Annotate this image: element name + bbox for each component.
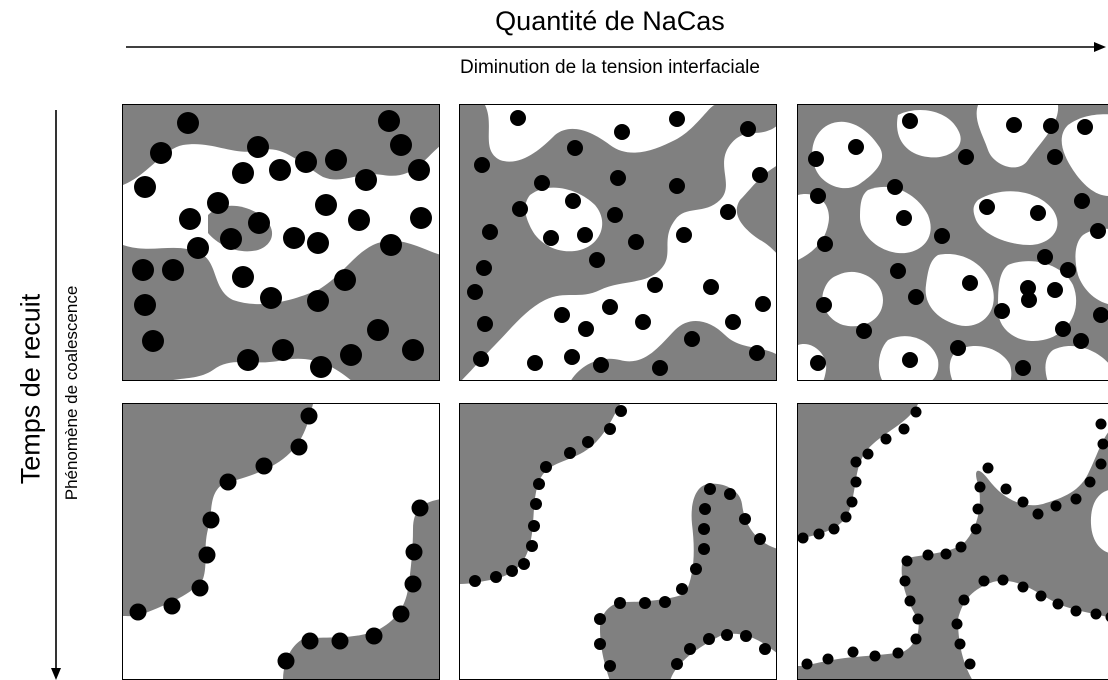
white-region: [860, 186, 931, 254]
panel-late-medium: [459, 403, 777, 680]
x-axis-title: Quantité de NaCas: [495, 6, 725, 36]
phase-region: [571, 321, 776, 380]
panel-late-high: [797, 403, 1108, 680]
phase-region: [798, 432, 1108, 679]
phase-region: [600, 483, 776, 679]
white-region: [1075, 228, 1108, 304]
y-axis-arrowhead: [51, 668, 61, 680]
white-region: [976, 105, 1059, 168]
phase-region: [798, 404, 918, 539]
panel-early-medium: [459, 104, 777, 381]
phase-region: [123, 105, 439, 185]
white-region: [998, 261, 1077, 341]
droplets: [132, 110, 432, 378]
white-region: [925, 254, 994, 326]
white-region: [812, 121, 883, 189]
phase-region: [123, 240, 439, 380]
droplets: [467, 110, 771, 376]
phase-region: [460, 105, 776, 380]
phase-region: [283, 499, 439, 679]
droplets: [808, 113, 1108, 376]
white-region: [1045, 346, 1108, 380]
panel-early-low: [122, 104, 440, 381]
white-region: [822, 271, 883, 327]
droplets: [469, 405, 771, 672]
panel-early-high: [797, 104, 1108, 381]
white-region: [1090, 490, 1108, 553]
x-axis-arrowhead: [1094, 42, 1106, 52]
x-axis-subtitle: Diminution de la tension interfaciale: [460, 57, 760, 78]
panel-late-low: [122, 403, 440, 680]
phase-region: [736, 166, 776, 253]
phase-region: [123, 404, 313, 617]
phase-region: [460, 404, 620, 584]
droplets: [129, 407, 429, 670]
white-region: [949, 346, 1012, 380]
droplets: [798, 406, 1108, 670]
white-region: [798, 194, 829, 260]
white-region: [1061, 114, 1108, 196]
